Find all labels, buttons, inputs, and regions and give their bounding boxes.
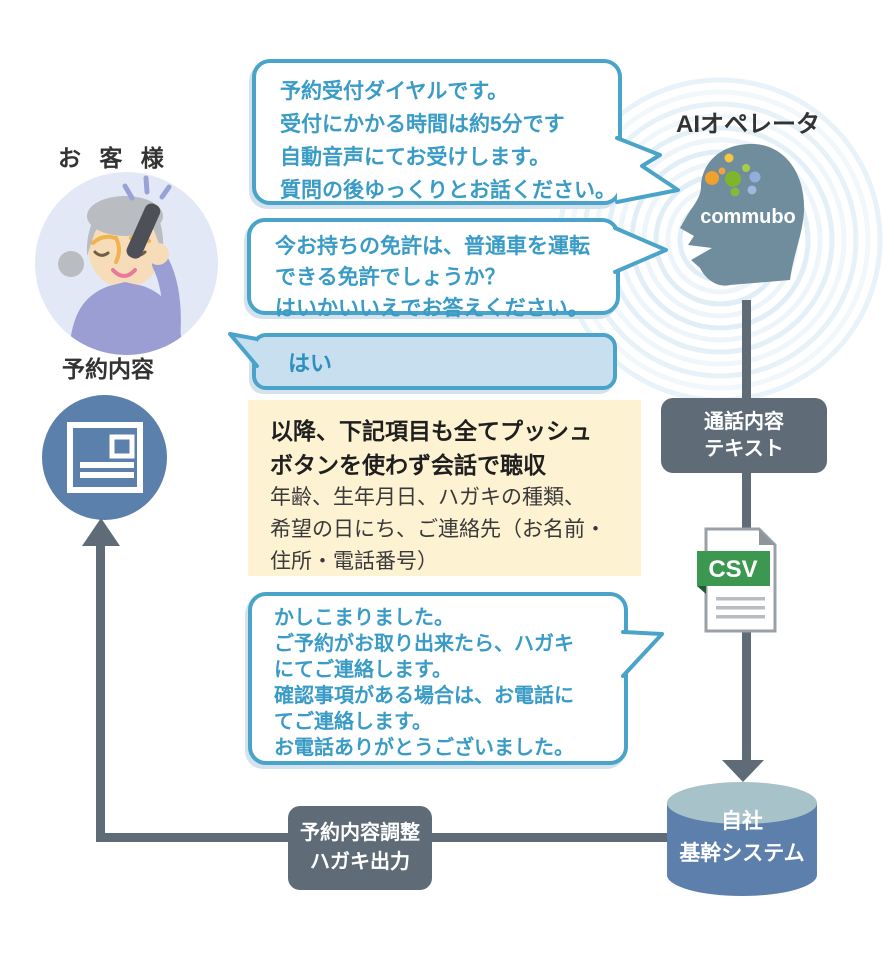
return-line-vertical bbox=[96, 543, 105, 842]
note-body-line: 希望の日にち、ご連絡先（お名前・ bbox=[270, 518, 606, 541]
bubble-line: ご予約がお取り出来たら、ハガキ bbox=[274, 633, 574, 655]
bubble-line: 今お持ちの免許は、普通車を運転 bbox=[275, 235, 590, 258]
bubble-line: 受付にかかる時間は約5分です bbox=[280, 113, 565, 136]
return-label-line: ハガキ出力 bbox=[310, 851, 410, 873]
brain-dots-icon bbox=[705, 153, 761, 197]
bubble-line: てご連絡します。 bbox=[274, 711, 432, 733]
note-body-line: 年齢、生年月日、ハガキの種類、 bbox=[270, 486, 585, 509]
bubble-line: できる免許でしょうか？ bbox=[275, 266, 506, 289]
bubble-line: お電話ありがとうございました。 bbox=[274, 737, 574, 759]
flow-line-text-to-csv bbox=[742, 472, 751, 534]
note-title-line: ボタンを使わず会話で聴収 bbox=[270, 452, 546, 478]
bubble-line: はい bbox=[288, 350, 333, 376]
customer-label: お 客 様 bbox=[58, 145, 170, 171]
arrow-up-icon bbox=[82, 518, 120, 546]
flow-line-csv-to-db bbox=[742, 630, 751, 762]
bubble-line: 質問の後ゆっくりとお話ください。 bbox=[280, 179, 616, 202]
call-text-line: テキスト bbox=[704, 437, 784, 460]
ai-bubble-question: 今お持ちの免許は、普通車を運転 できる免許でしょうか？ はいかいいえでお答えくだ… bbox=[247, 218, 620, 320]
reservation-label: 予約内容 bbox=[62, 356, 154, 382]
ai-operator-label: AIオペレータ bbox=[676, 111, 820, 138]
call-text-line: 通話内容 bbox=[704, 410, 784, 433]
bubble-line: 予約受付ダイヤルです。 bbox=[280, 80, 509, 103]
note-body-line: 住所・電話番号） bbox=[270, 550, 438, 573]
flow-line-head-to-text bbox=[742, 300, 751, 400]
note-box: 以降、下記項目も全てプッシュ ボタンを使わず会話で聴収 年齢、生年月日、ハガキの… bbox=[248, 400, 641, 576]
database-label: 自社 基幹システム bbox=[667, 806, 817, 870]
bubble-line: 自動音声にてお受けします。 bbox=[280, 146, 551, 169]
database-icon bbox=[667, 782, 817, 896]
bubble-line: にてご連絡します。 bbox=[274, 659, 452, 681]
bubble-line: 確認事項がある場合は、お電話に bbox=[274, 685, 574, 707]
ai-bubble-closing: かしこまりました。 ご予約がお取り出来たら、ハガキ にてご連絡します。 確認事項… bbox=[248, 592, 628, 765]
call-text-box: 通話内容 テキスト bbox=[661, 398, 827, 473]
database-label-line: 自社 bbox=[721, 810, 763, 833]
arrow-down-icon bbox=[722, 760, 764, 782]
postcard-icon bbox=[42, 395, 167, 520]
database-label-line: 基幹システム bbox=[679, 842, 805, 865]
customer-avatar-icon bbox=[35, 172, 218, 355]
csv-file-icon: CSV bbox=[697, 527, 777, 633]
customer-bubble-answer: はい bbox=[252, 333, 617, 390]
bubble-line: はいかいいえでお答えください。 bbox=[275, 297, 589, 320]
ai-head-icon: commubo bbox=[680, 143, 805, 286]
note-title-line: 以降、下記項目も全てプッシュ bbox=[270, 418, 592, 444]
csv-label: CSV bbox=[708, 556, 757, 583]
commubo-logo-text: commubo bbox=[700, 206, 796, 228]
ai-bubble-greeting: 予約受付ダイヤルです。 受付にかかる時間は約5分です 自動音声にてお受けします。… bbox=[252, 59, 622, 205]
return-label-line: 予約内容調整 bbox=[300, 822, 420, 844]
bubble-line: かしこまりました。 bbox=[274, 607, 454, 629]
return-label-box: 予約内容調整 ハガキ出力 bbox=[288, 806, 432, 890]
